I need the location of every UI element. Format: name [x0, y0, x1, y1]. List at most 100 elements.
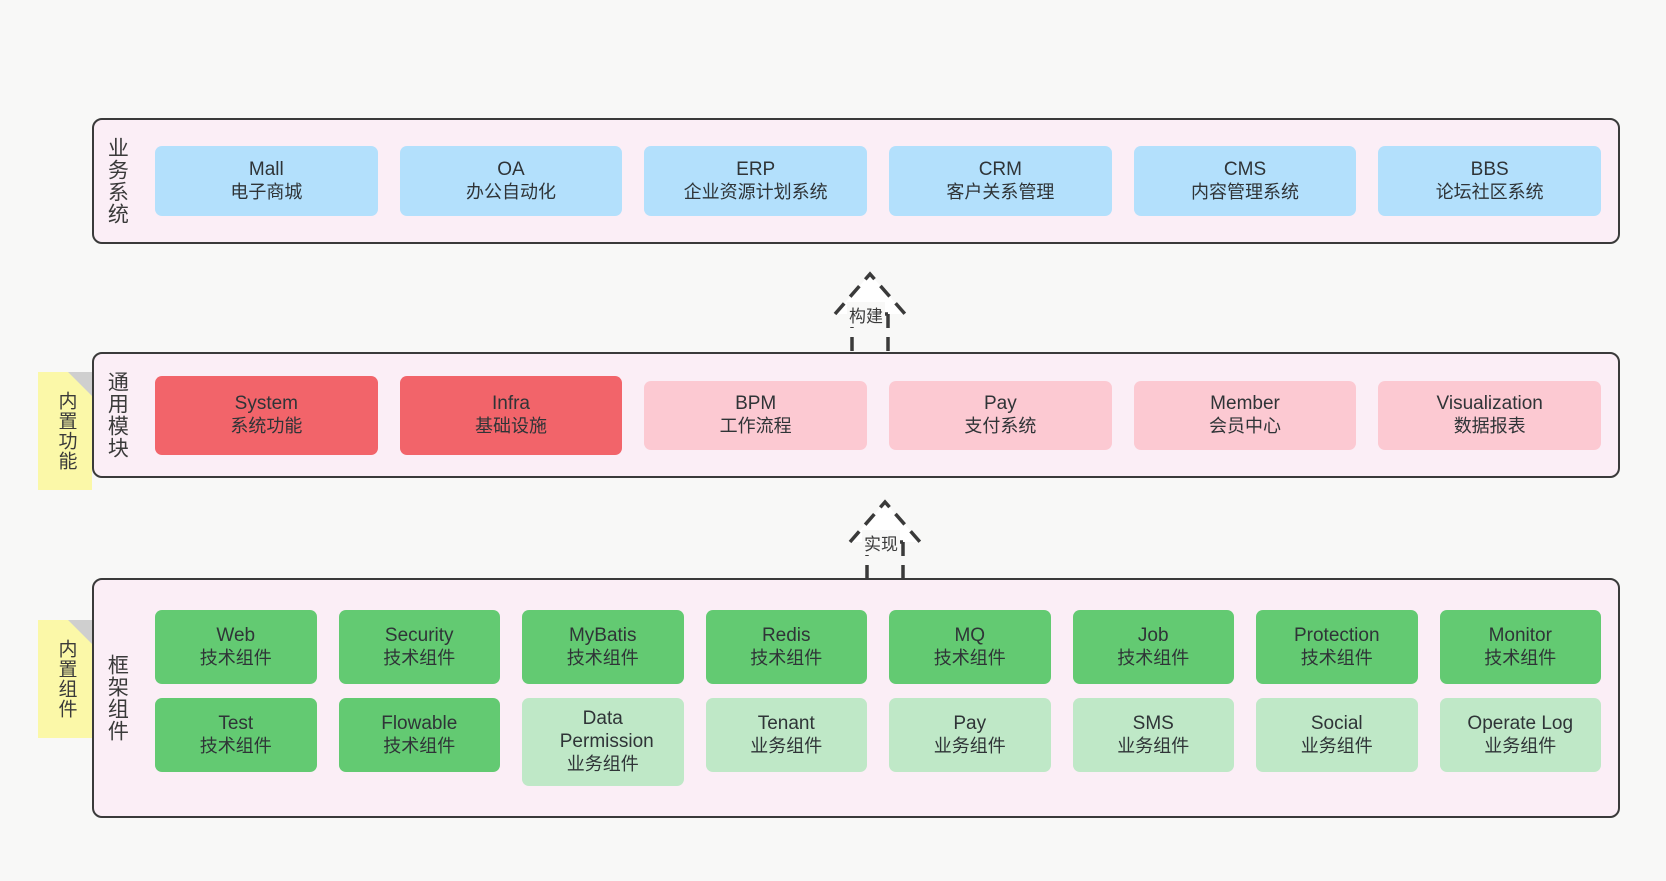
- node-data-permission-name: Data Permission: [559, 708, 654, 753]
- note-builtin-component-label: 内置组件: [55, 639, 77, 719]
- node-cms-desc: 内容管理系统: [1191, 181, 1300, 202]
- node-infra-desc: 基础设施: [475, 415, 547, 436]
- node-pay-business-name: Pay: [953, 713, 987, 735]
- node-web-desc: 技术组件: [199, 647, 272, 668]
- node-web[interactable]: Web 技术组件: [155, 610, 317, 684]
- node-monitor-name: Monitor: [1488, 625, 1552, 647]
- node-pay[interactable]: Pay 支付系统: [889, 380, 1112, 450]
- node-visualization[interactable]: Visualization 数据报表: [1378, 380, 1602, 450]
- node-sms-name: SMS: [1132, 713, 1174, 735]
- node-bpm-name: BPM: [735, 393, 777, 415]
- framework-row-business: Test 技术组件 Flowable 技术组件 Data Permission …: [144, 698, 1612, 786]
- connector-build-label: 构建: [847, 302, 885, 327]
- node-oa-desc: 办公自动化: [466, 181, 556, 202]
- connector-implement: 实现: [810, 490, 960, 590]
- node-oa[interactable]: OA 办公自动化: [399, 146, 623, 216]
- connector-implement-label: 实现: [862, 530, 900, 555]
- node-job[interactable]: Job 技术组件: [1072, 610, 1234, 684]
- node-visualization-desc: 数据报表: [1453, 415, 1526, 436]
- node-pay-business[interactable]: Pay 业务组件: [889, 698, 1051, 772]
- node-security-desc: 技术组件: [383, 647, 456, 668]
- layer-business-system[interactable]: 业务系统 Mall 电子商城 OA 办公自动化 ERP 企业资源计划系统 CRM…: [92, 118, 1620, 244]
- node-operate-log[interactable]: Operate Log 业务组件: [1439, 698, 1601, 772]
- node-security[interactable]: Security 技术组件: [338, 610, 500, 684]
- node-sms-desc: 业务组件: [1117, 735, 1190, 756]
- node-data-permission[interactable]: Data Permission 业务组件: [522, 698, 684, 786]
- node-tenant-desc: 业务组件: [750, 735, 823, 756]
- node-web-name: Web: [216, 625, 256, 647]
- node-member-desc: 会员中心: [1209, 415, 1282, 436]
- node-flowable[interactable]: Flowable 技术组件: [338, 698, 500, 772]
- node-data-permission-desc: 业务组件: [566, 753, 639, 774]
- node-tenant[interactable]: Tenant 业务组件: [705, 698, 867, 772]
- node-mybatis-desc: 技术组件: [566, 647, 639, 668]
- node-monitor-desc: 技术组件: [1484, 647, 1557, 668]
- framework-row-technical: Web 技术组件 Security 技术组件 MyBatis 技术组件 Redi…: [144, 610, 1612, 684]
- node-mall-name: Mall: [248, 159, 284, 181]
- note-builtin-function-label: 内置功能: [55, 391, 77, 471]
- node-member-name: Member: [1210, 393, 1280, 415]
- node-mybatis-name: MyBatis: [568, 625, 637, 647]
- node-pay-desc: 支付系统: [964, 415, 1037, 436]
- layer-common-module[interactable]: 通用模块 System 系统功能 Infra 基础设施 BPM 工作流程 Pay…: [92, 352, 1620, 478]
- node-protection-name: Protection: [1293, 625, 1380, 647]
- note-builtin-function: 内置功能: [38, 372, 92, 490]
- node-crm-name: CRM: [978, 159, 1022, 181]
- node-redis-name: Redis: [761, 625, 811, 647]
- node-member[interactable]: Member 会员中心: [1133, 380, 1357, 450]
- node-sms[interactable]: SMS 业务组件: [1072, 698, 1234, 772]
- node-pay-name: Pay: [983, 393, 1017, 415]
- node-bpm-desc: 工作流程: [719, 415, 792, 436]
- connector-build: 构建: [795, 262, 945, 362]
- node-cms[interactable]: CMS 内容管理系统: [1133, 146, 1357, 216]
- node-test-name: Test: [218, 713, 254, 735]
- node-social-name: Social: [1310, 713, 1363, 735]
- note-fold-corner-icon: [68, 372, 92, 396]
- node-bbs-name: BBS: [1470, 159, 1509, 181]
- node-bpm[interactable]: BPM 工作流程: [644, 380, 868, 450]
- node-infra[interactable]: Infra 基础设施: [399, 375, 623, 455]
- layer-body-common-module: System 系统功能 Infra 基础设施 BPM 工作流程 Pay 支付系统…: [138, 354, 1618, 476]
- node-job-desc: 技术组件: [1117, 647, 1190, 668]
- node-operate-log-desc: 业务组件: [1484, 735, 1557, 756]
- node-redis[interactable]: Redis 技术组件: [705, 610, 867, 684]
- node-flowable-desc: 技术组件: [383, 735, 456, 756]
- node-pay-business-desc: 业务组件: [933, 735, 1006, 756]
- node-mq-desc: 技术组件: [933, 647, 1006, 668]
- node-visualization-name: Visualization: [1436, 393, 1543, 415]
- node-bbs-desc: 论坛社区系统: [1435, 181, 1544, 202]
- node-test-desc: 技术组件: [199, 735, 272, 756]
- node-cms-name: CMS: [1223, 159, 1267, 181]
- note-fold-corner-icon: [68, 620, 92, 644]
- node-social[interactable]: Social 业务组件: [1256, 698, 1418, 772]
- node-protection-desc: 技术组件: [1300, 647, 1373, 668]
- node-mybatis[interactable]: MyBatis 技术组件: [522, 610, 684, 684]
- node-oa-name: OA: [497, 159, 525, 181]
- layer-framework-component[interactable]: 框架组件 Web 技术组件 Security 技术组件 MyBatis 技术组件…: [92, 578, 1620, 818]
- node-erp-desc: 企业资源计划系统: [683, 181, 828, 202]
- node-bbs[interactable]: BBS 论坛社区系统: [1378, 146, 1602, 216]
- node-mall-desc: 电子商城: [230, 181, 303, 202]
- node-operate-log-name: Operate Log: [1467, 713, 1574, 735]
- node-crm-desc: 客户关系管理: [946, 181, 1055, 202]
- layer-title-business-system: 业务系统: [105, 137, 129, 225]
- node-social-desc: 业务组件: [1300, 735, 1373, 756]
- node-monitor[interactable]: Monitor 技术组件: [1439, 610, 1601, 684]
- node-redis-desc: 技术组件: [750, 647, 823, 668]
- node-mall[interactable]: Mall 电子商城: [155, 146, 378, 216]
- node-crm[interactable]: CRM 客户关系管理: [889, 146, 1112, 216]
- node-flowable-name: Flowable: [381, 713, 458, 735]
- node-system-desc: 系统功能: [230, 415, 303, 436]
- layer-title-common-module: 通用模块: [105, 371, 129, 459]
- layer-body-business-system: Mall 电子商城 OA 办公自动化 ERP 企业资源计划系统 CRM 客户关系…: [138, 120, 1618, 242]
- node-test[interactable]: Test 技术组件: [155, 698, 317, 772]
- node-erp[interactable]: ERP 企业资源计划系统: [644, 146, 868, 216]
- node-protection[interactable]: Protection 技术组件: [1256, 610, 1418, 684]
- node-mq-name: MQ: [954, 625, 986, 647]
- node-system[interactable]: System 系统功能: [155, 375, 378, 455]
- node-infra-name: Infra: [491, 393, 531, 415]
- layer-title-framework-component: 框架组件: [105, 654, 129, 742]
- node-security-name: Security: [384, 625, 454, 647]
- node-mq[interactable]: MQ 技术组件: [889, 610, 1051, 684]
